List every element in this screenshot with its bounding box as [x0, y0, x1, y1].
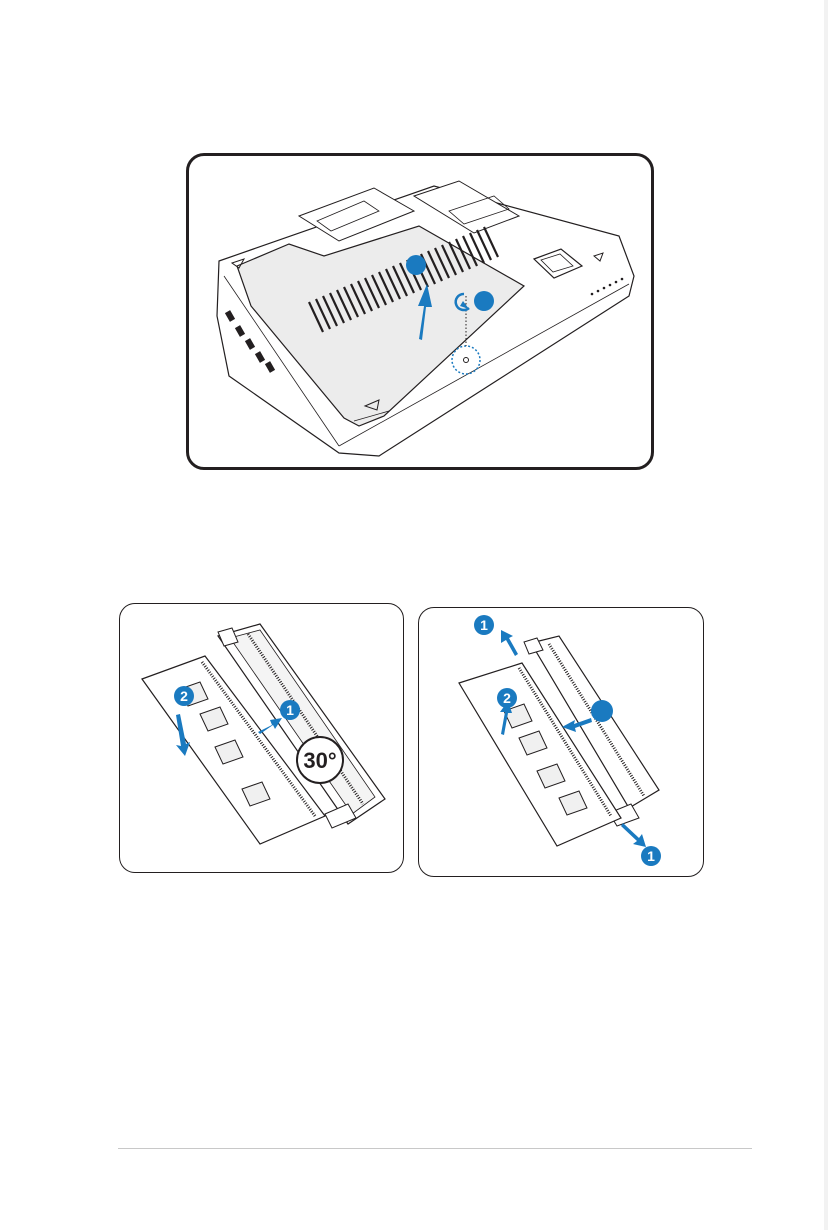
install-drawing: 30° 1 2	[120, 604, 403, 872]
memory-install-figure: 30° 1 2	[119, 603, 404, 873]
memory-remove-figure: 1 1 2	[418, 607, 704, 877]
page-edge	[824, 0, 828, 1230]
step-circle-unscrew	[474, 291, 494, 311]
footer-rule	[118, 1148, 752, 1149]
remove-drawing: 1 1 2	[419, 608, 703, 876]
bottom-panel-figure	[186, 153, 654, 470]
step-circle-lift	[406, 255, 426, 275]
release-arrow-top-icon	[501, 630, 518, 656]
insert-arrow-icon	[258, 718, 282, 734]
step-number-2: 2	[180, 688, 188, 704]
step-number-1-bottom: 1	[647, 848, 655, 864]
laptop-underside-drawing	[189, 156, 651, 467]
step-circle-blank	[591, 700, 613, 722]
step-number-1: 1	[286, 702, 294, 718]
angle-label: 30°	[303, 748, 336, 773]
release-arrow-bottom-icon	[621, 823, 646, 847]
step-number-1-top: 1	[480, 617, 488, 633]
step-number-2: 2	[503, 690, 511, 706]
